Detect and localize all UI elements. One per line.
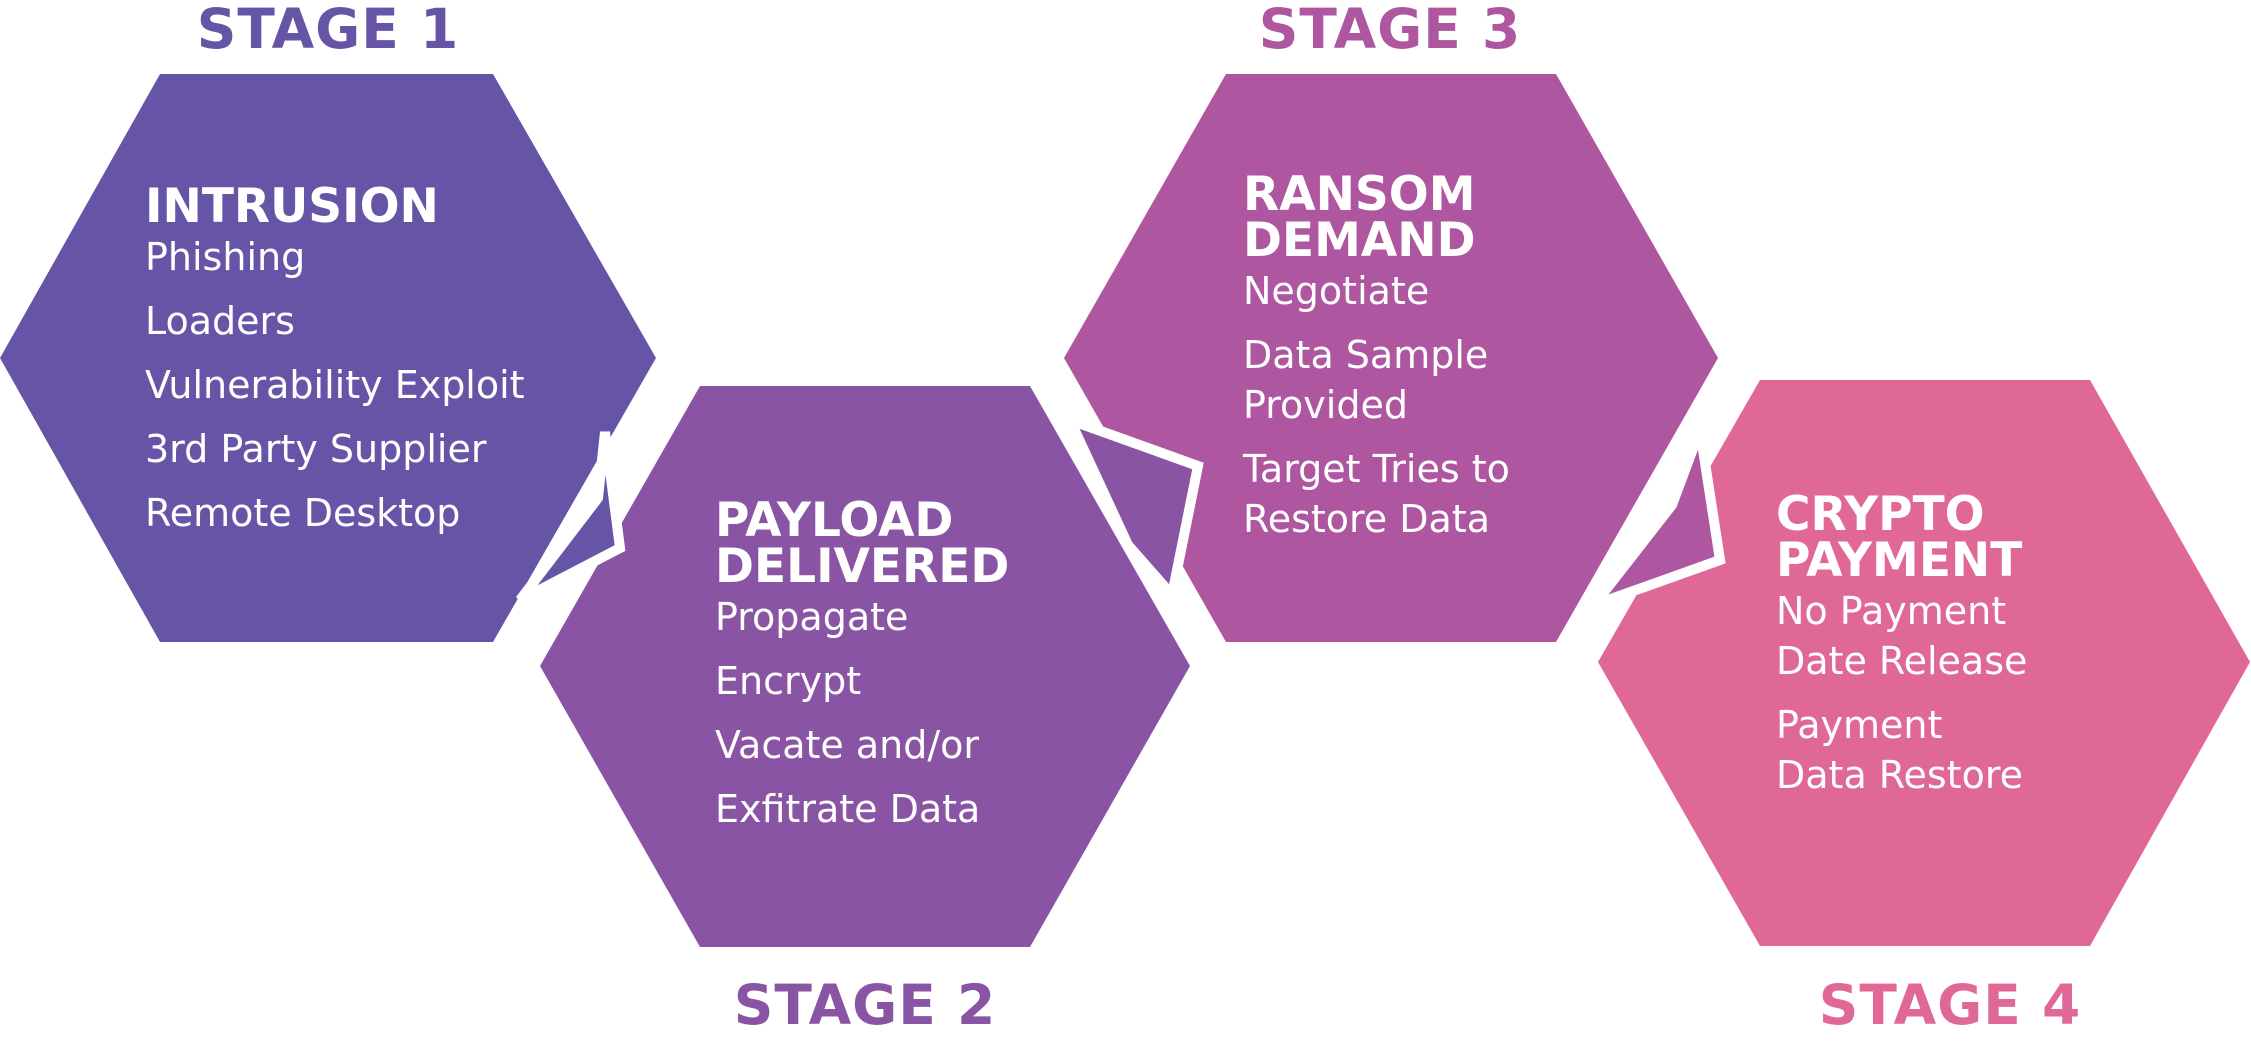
list-item: 3rd Party Supplier <box>145 427 487 471</box>
list-item: Phishing <box>145 235 306 279</box>
list-item: Negotiate <box>1243 269 1430 313</box>
list-item: Encrypt <box>715 659 862 703</box>
stage-3-title: RANSOM DEMAND <box>1243 167 1476 268</box>
stage-1-hexagon <box>0 74 656 642</box>
stage-3-label: STAGE 3 <box>1258 0 1522 61</box>
list-item: Payment Data Restore <box>1776 703 2023 797</box>
connector-arrow-2-to-3 <box>1060 411 1204 606</box>
stage-4-hexagon <box>1598 380 2250 946</box>
list-item: Loaders <box>145 299 295 343</box>
list-item: Remote Desktop <box>145 491 461 535</box>
stage-2-title: PAYLOAD DELIVERED <box>715 493 1010 594</box>
list-item: Data Sample Provided <box>1243 333 1489 427</box>
list-item: Exfitrate Data <box>715 787 981 831</box>
stage-2-hexagon <box>540 386 1190 947</box>
stage-1-title: INTRUSION <box>145 179 439 234</box>
stage-1-label: STAGE 1 <box>196 0 460 61</box>
list-item: Vacate and/or <box>715 723 980 767</box>
connector-arrow-3-to-4 <box>1579 410 1726 616</box>
list-item: No Payment Date Release <box>1776 589 2028 683</box>
list-item: Vulnerability Exploit <box>145 363 525 407</box>
stage-4-title: CRYPTO PAYMENT <box>1776 487 2023 588</box>
stage-2-label: STAGE 2 <box>733 973 997 1037</box>
connector-arrow-1-to-2 <box>516 431 626 605</box>
stage-3-hexagon <box>1064 74 1718 642</box>
stage-4-label: STAGE 4 <box>1818 973 2082 1037</box>
list-item: Target Tries to Restore Data <box>1243 447 1510 541</box>
list-item: Propagate <box>715 595 909 639</box>
